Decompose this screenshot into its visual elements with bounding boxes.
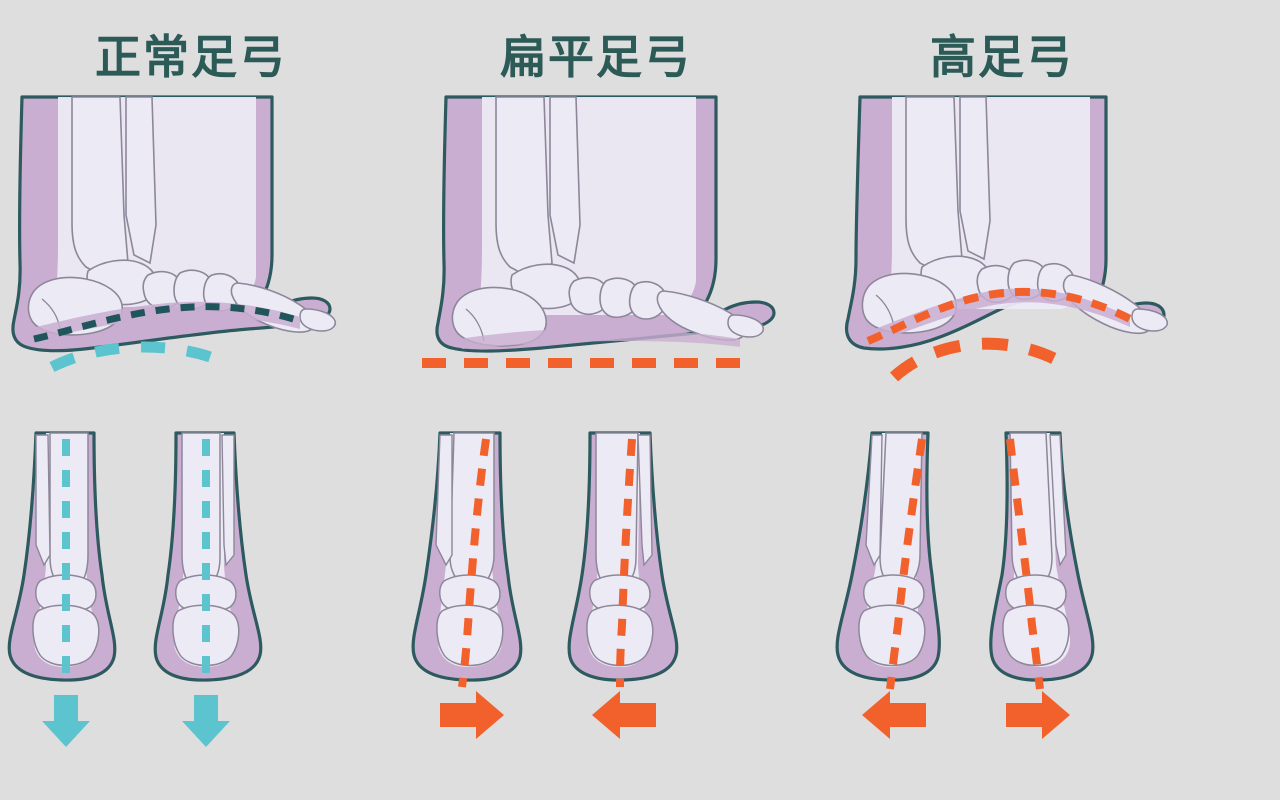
normal-arch-side-view [0, 95, 426, 395]
right-fibula-rear [221, 434, 235, 567]
plantar-flat-band [460, 328, 740, 349]
right-ankle-flat [567, 431, 679, 739]
phalanges-bones [299, 308, 336, 332]
right-down-arrow-icon [182, 695, 230, 747]
normal-ankle-rear-view [0, 425, 426, 765]
title-high-arch: 高足弓 [930, 31, 1074, 83]
title-flat-arch: 扁平足弓 [500, 31, 692, 83]
high-ankle-rear-view [830, 425, 1256, 765]
left-ankle-flat [411, 431, 523, 739]
left-talus-rear [863, 574, 925, 614]
title-normal-arch: 正常足弓 [95, 31, 287, 83]
right-calcaneus-rear [1002, 604, 1070, 667]
right-talus-rear [1005, 574, 1067, 614]
ground-arch-curve-cyan [49, 341, 218, 372]
arch-dashed-line [866, 287, 1136, 345]
column-high-arch: 高足弓 [830, 0, 1256, 800]
left-alignment-line [886, 438, 926, 690]
right-right-arrow-icon [1006, 691, 1070, 739]
column-normal-arch: 正常足弓 [0, 0, 426, 800]
flat-arch-side-view [410, 95, 836, 395]
left-down-arrow-icon [42, 695, 90, 747]
left-alignment-line [458, 438, 490, 688]
left-calcaneus-rear [858, 604, 926, 667]
fibula-bone [549, 96, 581, 265]
left-ankle-high [835, 431, 941, 739]
right-fibula-rear [637, 434, 653, 567]
right-alignment-line [616, 438, 636, 688]
right-left-arrow-icon [592, 691, 656, 739]
right-fibula-rear [1049, 434, 1067, 567]
high-arch-side-view [830, 95, 1256, 395]
tibia-bone [71, 96, 129, 282]
right-ankle-high [989, 431, 1095, 739]
left-calcaneus-rear [436, 604, 504, 667]
cuneiform-bone-1 [599, 277, 640, 319]
right-ankle-normal [153, 431, 263, 747]
arch-dashed-line [33, 303, 302, 343]
tibia-bone [495, 96, 553, 283]
phalanges-bones [727, 314, 764, 338]
tibia-bone [905, 96, 963, 279]
left-fibula-rear [865, 434, 883, 567]
fibula-bone [125, 96, 157, 265]
right-tibia-rear [181, 432, 221, 586]
ground-arch-curve-orange [889, 337, 1076, 382]
plantar-arch-band [870, 288, 1130, 343]
fibula-bone [959, 96, 991, 261]
left-fibula-rear [435, 434, 453, 567]
column-flat-arch: 扁平足弓 [410, 0, 836, 800]
left-left-arrow-icon [862, 691, 926, 739]
flat-ankle-rear-view [410, 425, 836, 765]
cuneiform-bone-2 [628, 281, 668, 320]
left-ankle-normal [7, 431, 117, 747]
left-fibula-rear [35, 434, 51, 567]
right-alignment-line [1006, 438, 1044, 690]
phalanges-bones [1131, 308, 1168, 332]
left-right-arrow-icon [440, 691, 504, 739]
navicular-bone [568, 276, 610, 315]
